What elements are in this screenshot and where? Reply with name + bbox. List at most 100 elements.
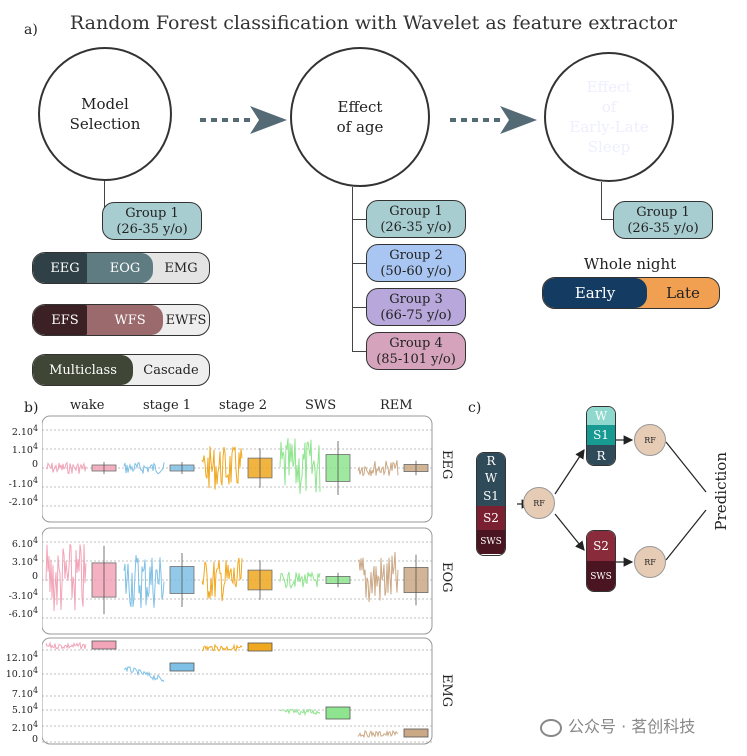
group-line1: Group 1 [636,205,690,220]
signal-panel [42,415,433,523]
emg-segment: EMG [164,260,198,276]
tick-text: 1.10 [11,445,33,457]
tick-text: 10.10 [5,669,33,681]
wechat-icon [540,718,562,737]
watermark-text: 公众号 · 茗创科技 [568,717,696,736]
age-bracket [352,187,353,351]
signal-plots [42,415,433,745]
waveform [357,460,399,477]
efs-segment: EFS [33,305,97,335]
rf-node-lower: RF [634,546,666,578]
tick-text: -3.10 [8,591,33,603]
stage-w: W [587,407,615,425]
stage-s2: S2 [587,531,615,561]
figure-title: Random Forest classification with Wavele… [69,12,678,34]
waveform [123,666,165,682]
arrow-model-to-age [200,106,287,134]
group-line2: (26-35 y/o) [116,222,188,237]
boxplot-box [169,662,195,672]
tick-text: 0 [31,734,38,745]
emg-signal-label: EMG [439,674,454,708]
age-group1-pill: Group 1 (26-35 y/o) [366,200,466,238]
stage-label-stage2: stage 2 [219,398,268,413]
eeg-segment: EEG [33,253,97,283]
panel-a-label: a) [24,22,38,38]
waveform [201,557,243,602]
lower-stage-stack: S2 SWS [586,530,616,592]
age-tick-1 [352,219,366,220]
emg-ytick: 0 [4,734,38,745]
stage-s1: S1 [477,486,505,506]
tick-text: 6.10 [11,539,33,551]
emg-ytick: 10.104 [4,666,38,680]
tick-text: 2.10 [11,427,33,439]
panel-c-label: c) [468,400,482,416]
multiclass-segment: Multiclass [33,355,133,385]
sleep-bracket-tick [601,219,613,220]
prediction-label: Prediction [712,452,730,531]
tick-exp: 4 [32,424,38,433]
waveform [45,543,87,612]
emg-ytick: 7.104 [4,686,38,700]
waveform [357,551,399,602]
tick-exp: 4 [32,666,38,675]
eog-ytick: -6.104 [4,606,38,620]
wfs-segment: WFS [87,305,163,335]
group-line1: Group 3 [389,292,443,307]
early-segment: Early [543,278,647,308]
cascade-arrows [517,435,707,567]
eeg-signal-label: EEG [439,450,454,480]
eog-ytick: -3.104 [4,588,38,602]
model-bracket [104,181,105,219]
group-line2: (50-60 y/o) [380,264,452,279]
eeg-ytick: -2.104 [4,494,38,508]
eeg-ytick: -1.104 [4,476,38,490]
upper-stage-stack: W S1 R [586,406,616,466]
stage-w: W [477,469,505,486]
tick-exp: 4 [32,720,38,729]
waveform [123,555,165,608]
input-stage-stack: R W S1 S2 SWS [476,452,506,556]
model-group1-pill: Group 1 (26-35 y/o) [102,202,202,240]
stage-sws: SWS [477,530,505,554]
early-late-pill: Early Late [542,277,720,309]
eog-signal-label: EOG [439,562,454,593]
tick-text: -6.10 [8,609,33,621]
tick-exp: 4 [32,442,38,451]
group-line2: (85-101 y/o) [376,352,456,367]
eeg-ytick: 1.104 [4,442,38,456]
features-pill: EFS WFS EWFS [32,304,210,336]
emg-ytick: 5.104 [4,702,38,716]
arrow-age-to-sleep [450,106,537,134]
age-group2-pill: Group 2 (50-60 y/o) [366,244,466,282]
signals-pill: EEG EOG EMG [32,252,210,284]
waveform [201,643,243,653]
stage-r: R [587,445,615,465]
stage-sws: SWS [587,561,615,591]
eog-ytick: 6.104 [4,536,38,550]
tick-text: 5.10 [11,705,33,717]
age-group4-pill: Group 4 (85-101 y/o) [366,332,466,370]
waveform [123,461,165,475]
late-segment: Late [666,284,700,302]
rf-node-upper: RF [634,424,666,456]
eeg-ytick: 0 [4,459,38,470]
group-line1: Group 2 [389,248,443,263]
eog-ytick: 0 [4,571,38,582]
effect-early-late-circle: Effect of Early-Late Sleep [544,52,674,182]
tick-exp: 4 [32,536,38,545]
signal-panel [42,637,433,745]
tick-exp: 4 [32,702,38,711]
tick-text: -2.10 [8,497,33,509]
age-group3-pill: Group 3 (66-75 y/o) [366,288,466,326]
boxplot-box [403,728,429,738]
tick-text: 0 [31,459,38,470]
model-selection-circle: Model Selection [38,47,172,181]
waveform [45,461,87,475]
waveform [279,438,321,494]
ewfs-segment: EWFS [165,312,207,328]
emg-ytick: 2.104 [4,720,38,734]
tick-text: 2.10 [11,723,33,735]
group-line1: Group 1 [125,206,179,221]
boxplot-box [247,642,273,652]
